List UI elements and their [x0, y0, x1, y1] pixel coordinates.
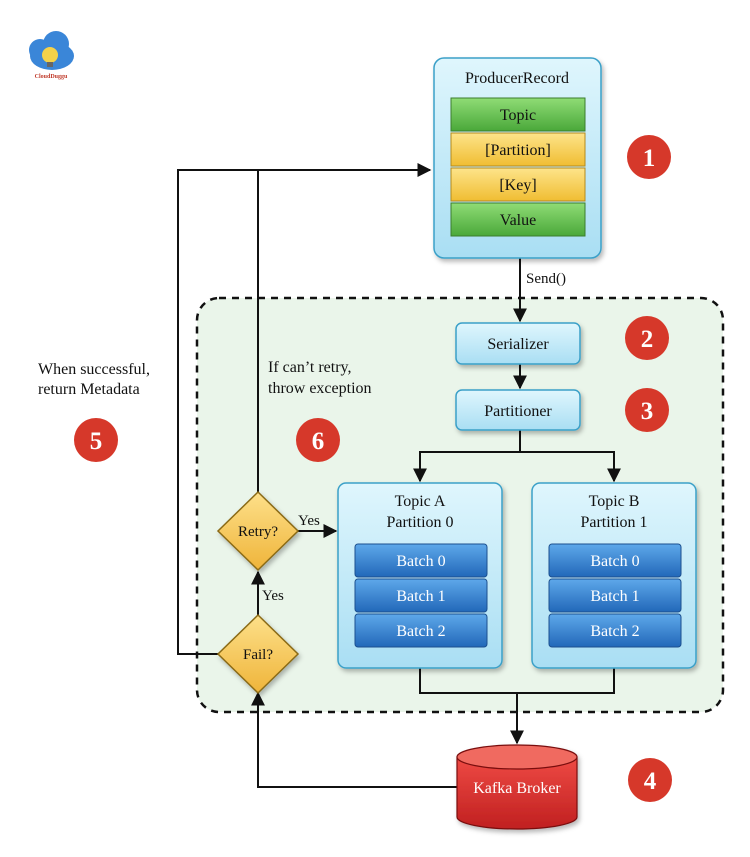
producer-record-field-key: [Key] [450, 167, 586, 202]
kafka-broker: Kafka Broker [456, 744, 578, 830]
svg-text:Batch 0: Batch 0 [396, 553, 445, 570]
partition-title-line2: Partition 1 [580, 514, 647, 531]
svg-text:2: 2 [641, 326, 654, 353]
svg-text:Value: Value [500, 212, 536, 229]
svg-text:Batch 2: Batch 2 [590, 623, 639, 640]
svg-text:Batch 0: Batch 0 [590, 553, 639, 570]
success-note-line1: When successful, [38, 361, 150, 378]
connectors [177, 163, 621, 788]
partition-title-line1: Topic B [589, 493, 640, 510]
success-return-path [177, 163, 432, 655]
svg-text:Batch 2: Batch 2 [396, 623, 445, 640]
step-badge-4: 4 [628, 758, 672, 802]
svg-text:6: 6 [312, 428, 325, 455]
svg-text:4: 4 [644, 768, 657, 795]
svg-text:Batch 1: Batch 1 [396, 588, 445, 605]
svg-text:5: 5 [90, 428, 103, 455]
svg-text:Fail?: Fail? [243, 647, 273, 663]
partition-box-topic-b: Topic B Partition 1 Batch 0 Batch 1 Batc… [531, 482, 697, 669]
svg-text:[Partition]: [Partition] [485, 142, 551, 159]
step-badge-6: 6 [296, 418, 340, 462]
svg-text:Retry?: Retry? [238, 524, 278, 540]
send-label: Send() [526, 271, 566, 287]
cant-retry-note-line1: If can’t retry, [268, 359, 352, 376]
step-badge-1: 1 [627, 135, 671, 179]
cant-retry-note-line2: throw exception [268, 380, 372, 397]
partition-title-line2: Partition 0 [386, 514, 453, 531]
svg-text:Partitioner: Partitioner [484, 403, 552, 420]
producer-record-field-partition: [Partition] [450, 132, 586, 167]
broker-to-fail-path [251, 691, 457, 788]
svg-text:Topic: Topic [500, 107, 536, 124]
step-badge-3: 3 [625, 388, 669, 432]
logo-text: CloudDuggu [35, 74, 68, 80]
step-badge-2: 2 [625, 316, 669, 360]
step-badge-5: 5 [74, 418, 118, 462]
partition-title-line1: Topic A [395, 493, 446, 510]
batch-box: Batch 2 [548, 613, 682, 648]
producer-record-title: ProducerRecord [465, 70, 569, 87]
success-note-line2: return Metadata [38, 381, 140, 398]
svg-text:Batch 1: Batch 1 [590, 588, 639, 605]
svg-text:1: 1 [643, 145, 656, 172]
producer-record-field-topic: Topic [450, 97, 586, 132]
partition-box-topic-a: Topic A Partition 0 Batch 0 Batch 1 Batc… [337, 482, 503, 669]
retry-yes-label: Yes [298, 513, 320, 529]
partitioner-box: Partitioner [455, 389, 581, 431]
producer-record-field-value: Value [450, 202, 586, 237]
retry-decision: Retry? [216, 490, 300, 572]
batch-box: Batch 1 [548, 578, 682, 613]
producer-record: ProducerRecord Topic [Partition] [Key] V… [433, 57, 602, 259]
svg-text:[Key]: [Key] [499, 177, 536, 194]
cloud-lightbulb-icon [29, 31, 74, 70]
svg-text:Serializer: Serializer [487, 336, 549, 353]
batch-box: Batch 0 [354, 543, 488, 578]
svg-text:3: 3 [641, 398, 654, 425]
serializer-box: Serializer [455, 322, 581, 365]
broker-label: Kafka Broker [473, 780, 561, 797]
logo: CloudDuggu [29, 31, 74, 80]
batch-box: Batch 2 [354, 613, 488, 648]
fail-yes-label: Yes [262, 588, 284, 604]
fail-decision: Fail? [216, 613, 300, 695]
batch-box: Batch 0 [548, 543, 682, 578]
batch-box: Batch 1 [354, 578, 488, 613]
